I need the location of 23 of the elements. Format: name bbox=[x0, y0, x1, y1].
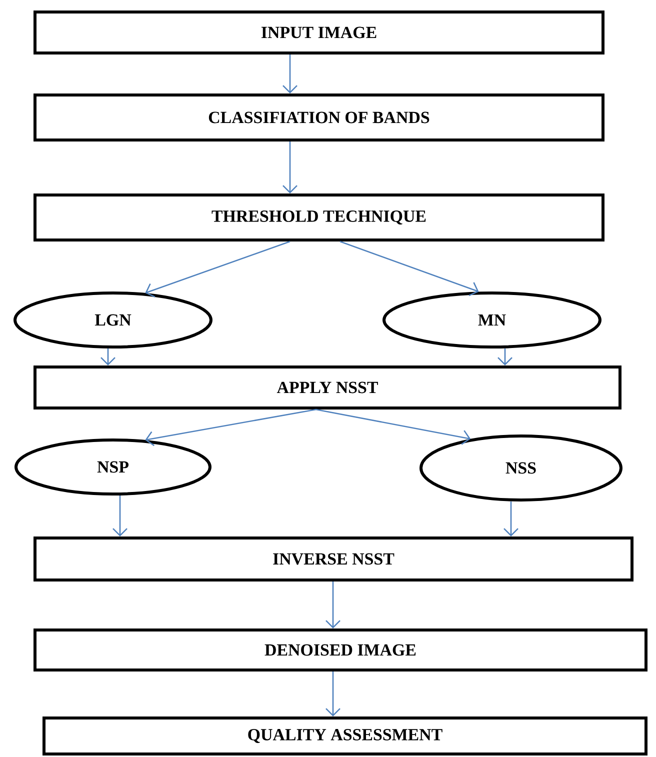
process-box: THRESHOLD TECHNIQUE bbox=[34, 194, 604, 242]
arrow bbox=[504, 502, 518, 536]
process-box: DENOISED IMAGE bbox=[34, 628, 648, 672]
process-box: INPUT IMAGE bbox=[34, 10, 604, 54]
arrow bbox=[326, 672, 340, 716]
arrow bbox=[100, 348, 116, 366]
process-box: INVERSE NSST bbox=[34, 536, 634, 582]
process-box: QUALITY ASSESSMENT bbox=[42, 716, 648, 756]
arrow bbox=[282, 54, 298, 94]
arrow bbox=[326, 582, 340, 628]
arrow bbox=[340, 240, 479, 296]
ellipse-node: MN bbox=[382, 292, 602, 348]
arrow bbox=[112, 496, 128, 536]
arrow bbox=[145, 408, 316, 446]
arrow bbox=[145, 240, 290, 298]
ellipse-node: NSS bbox=[420, 434, 622, 502]
ellipse-node: NSP bbox=[14, 438, 212, 496]
process-box: CLASSIFIATION OF BANDS bbox=[34, 94, 604, 142]
arrow bbox=[498, 348, 512, 366]
process-box: APPLY NSST bbox=[34, 366, 622, 410]
arrow bbox=[282, 142, 298, 194]
ellipse-node: LGN bbox=[14, 292, 212, 348]
arrow bbox=[316, 408, 471, 445]
